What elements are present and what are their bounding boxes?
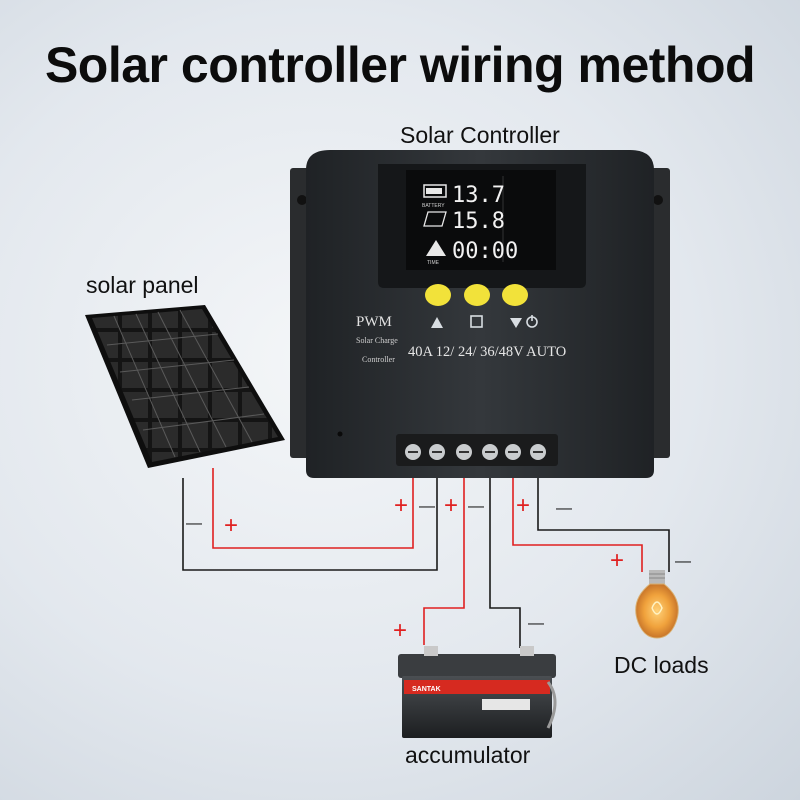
wires (182, 458, 670, 648)
solar-panel-label: solar panel (86, 272, 199, 298)
down-arrow-icon (510, 318, 522, 328)
lcd-battery-caption: BATTERY (422, 203, 445, 209)
ctrl-panel-positive-sign: + (394, 492, 408, 519)
dc-loads-label: DC loads (614, 652, 709, 678)
page-title: Solar controller wiring method (44, 37, 756, 93)
lcd-time-caption: TIME (427, 260, 440, 266)
controller-text: 13.7 15.8 00:00 BATTERY TIME PWM Solar C… (356, 183, 566, 364)
battery-positive-wire (423, 458, 465, 645)
ctrl-battery-negative-sign: — (468, 498, 484, 515)
lcd-solar-value: 15.8 (452, 209, 505, 234)
subtitle-line2: Controller (362, 355, 395, 364)
panel-positive-wire (212, 458, 414, 549)
load-positive-wire (512, 458, 643, 572)
lcd-battery-value: 13.7 (452, 183, 505, 208)
ctrl-panel-negative-sign: — (419, 498, 435, 515)
ctrl-battery-positive-sign: + (444, 492, 458, 519)
up-arrow-icon (431, 317, 443, 328)
battery-brand: SANTAK (412, 686, 441, 693)
battery-box: SANTAK (398, 646, 557, 738)
controller-label: Solar Controller (400, 122, 560, 148)
controller-buttons (425, 284, 538, 328)
rating-label: 40A 12/ 24/ 36/48V AUTO (408, 344, 566, 360)
battery-positive-sign: + (393, 617, 407, 644)
set-button (464, 284, 490, 306)
controller-body (306, 150, 654, 478)
battery-negative-wire (489, 458, 521, 648)
terminal-screws (405, 444, 546, 460)
panel-negative-wire (182, 458, 438, 571)
up-button (425, 284, 451, 306)
mode-label: PWM (356, 314, 392, 330)
solar-panel (85, 305, 285, 468)
ctrl-load-negative-sign: — (556, 500, 572, 517)
subtitle-line1: Solar Charge (356, 336, 398, 345)
panel-negative-sign: — (186, 515, 202, 532)
down-power-button (502, 284, 528, 306)
set-square-icon (470, 315, 483, 328)
light-bulb (635, 570, 679, 639)
polarity-markers: — + + — + — + — + — + — (186, 492, 691, 644)
bulb-positive-sign: + (610, 547, 624, 574)
bulb-negative-sign: — (675, 553, 691, 570)
panel-positive-sign: + (224, 512, 238, 539)
ctrl-load-positive-sign: + (516, 492, 530, 519)
load-negative-wire (537, 458, 670, 572)
lcd-time-value: 00:00 (452, 239, 518, 264)
battery-negative-sign: — (528, 615, 544, 632)
accumulator-label: accumulator (405, 742, 531, 768)
